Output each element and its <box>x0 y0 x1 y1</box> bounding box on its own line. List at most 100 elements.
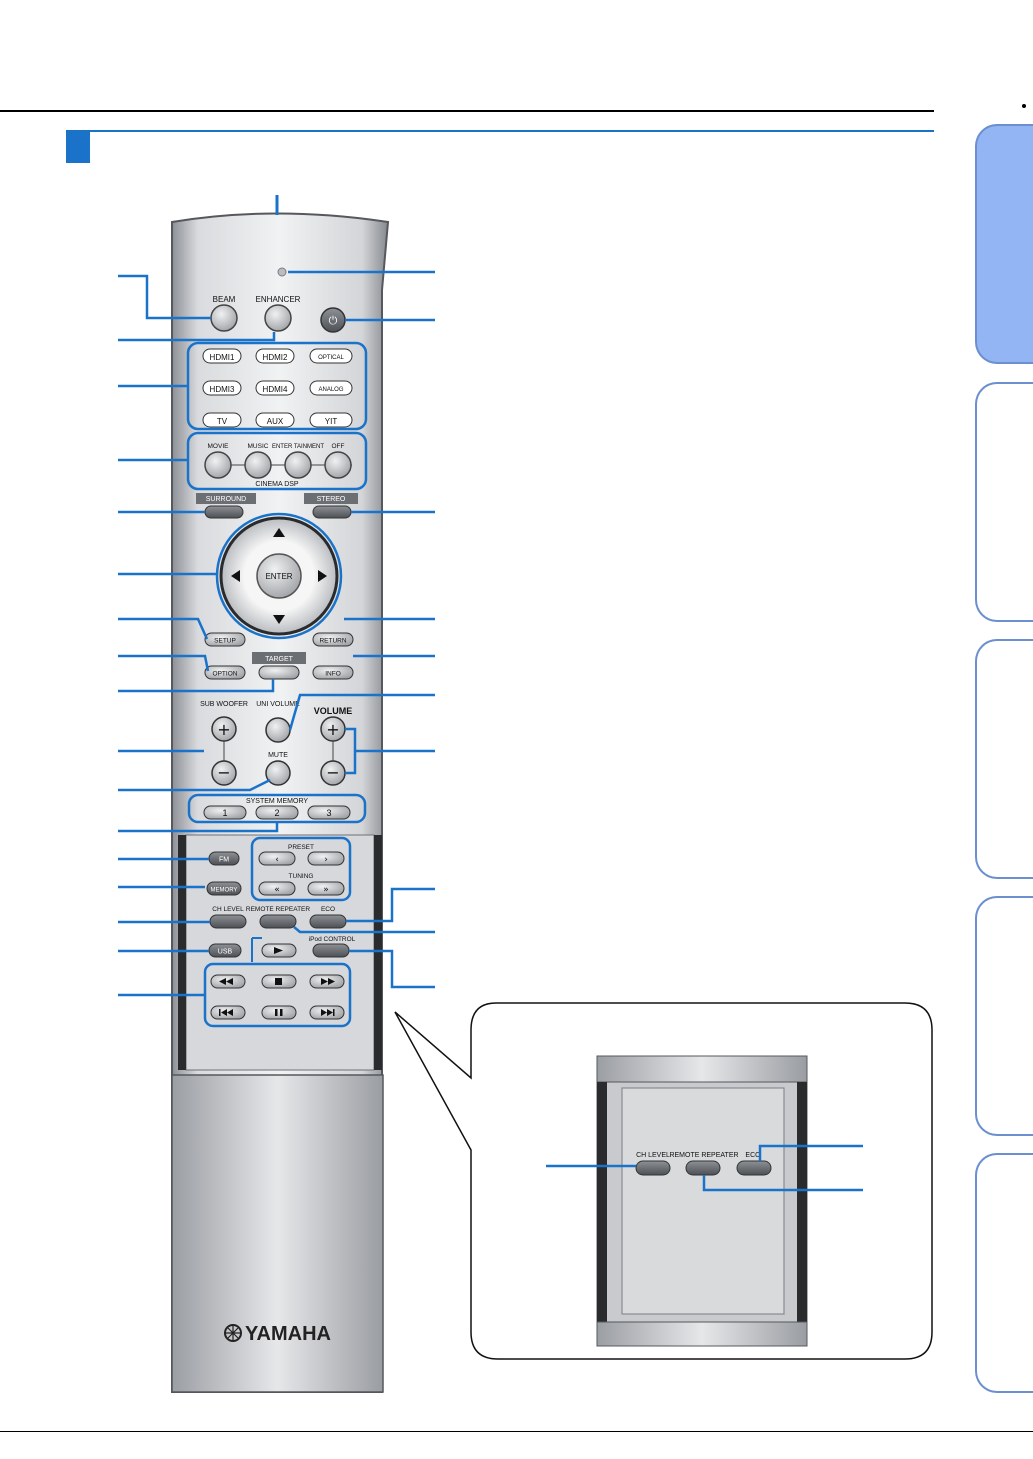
inset-remote-repeater-button[interactable] <box>685 1160 721 1176</box>
side-tab-3[interactable] <box>975 639 1033 879</box>
svg-text:USB: USB <box>218 949 233 956</box>
rewind-button[interactable] <box>210 974 246 989</box>
volume-label: VOLUME <box>314 706 353 716</box>
side-tab-2[interactable] <box>975 382 1033 622</box>
skip-forward-button[interactable] <box>309 1005 345 1020</box>
header-rule <box>0 110 934 112</box>
pause-button[interactable] <box>261 1005 297 1020</box>
input-button-aux[interactable]: AUX <box>255 412 295 428</box>
svg-text:FM: FM <box>219 857 229 864</box>
svg-text:AUX: AUX <box>267 417 284 426</box>
movie-label: MOVIE <box>208 443 230 450</box>
inset-drawer <box>596 1055 808 1347</box>
option-button[interactable]: OPTION <box>204 665 246 680</box>
system-memory-label: SYSTEM MEMORY <box>246 798 308 805</box>
enter-button[interactable] <box>256 553 302 599</box>
svg-text:2: 2 <box>274 808 279 818</box>
svg-text:›: › <box>324 855 328 865</box>
return-button[interactable]: RETURN <box>312 632 354 647</box>
yamaha-logo: YAMAHA <box>224 1323 331 1345</box>
music-label: MUSIC <box>248 443 269 450</box>
svg-text:TARGET: TARGET <box>265 656 294 663</box>
usb-button[interactable]: USB <box>208 943 242 958</box>
section-rule <box>66 130 934 132</box>
off-button[interactable] <box>324 451 352 479</box>
svg-text:−: − <box>217 763 230 782</box>
input-button-hdmi2[interactable]: HDMI2 <box>255 348 295 364</box>
left-arrow-icon <box>231 570 240 582</box>
stop-icon <box>275 978 282 985</box>
univolume-button[interactable] <box>265 717 291 743</box>
input-selector-group: HDMI1 HDMI2 OPTICAL HDMI3 HDMI4 ANALOG T… <box>186 341 368 431</box>
system-memory-button-3[interactable]: 3 <box>307 805 351 820</box>
ipod-control-button[interactable] <box>312 943 350 958</box>
power-icon: ⏻ <box>329 314 338 327</box>
indicator-led <box>277 267 287 277</box>
power-button[interactable]: ⏻ <box>320 307 346 333</box>
input-button-tv[interactable]: TV <box>202 412 242 428</box>
section-marker <box>66 130 90 163</box>
skip-back-icon <box>227 1009 233 1016</box>
enhancer-button[interactable]: ENHANCER <box>256 295 301 332</box>
play-icon <box>274 947 283 954</box>
tuning-label: TUNING <box>289 873 314 880</box>
remote-repeater-label: REMOTE REPEATER <box>246 906 310 913</box>
side-tab-4[interactable] <box>975 896 1033 1136</box>
ch-level-button[interactable] <box>209 914 247 929</box>
skip-back-button[interactable] <box>210 1005 246 1020</box>
svg-text:YIT: YIT <box>325 417 338 426</box>
ch-level-label: CH LEVEL <box>212 906 244 913</box>
dpad[interactable]: ENTER <box>215 512 343 640</box>
down-arrow-icon <box>273 615 285 624</box>
svg-text:TV: TV <box>217 417 228 426</box>
inset-ch-level-label: CH LEVEL <box>636 1152 670 1159</box>
target-button[interactable]: TARGET <box>252 652 306 680</box>
volume-buttons[interactable]: + − <box>320 716 346 786</box>
memory-button[interactable]: MEMORY <box>206 881 242 896</box>
ipod-control-label: iPod CONTROL <box>309 936 356 943</box>
input-button-optical[interactable]: OPTICAL <box>309 348 353 364</box>
svg-text:RETURN: RETURN <box>319 638 346 645</box>
system-memory-button-1[interactable]: 1 <box>203 805 247 820</box>
fast-forward-button[interactable] <box>309 974 345 989</box>
system-memory-button-2[interactable]: 2 <box>255 805 299 820</box>
remote-repeater-button[interactable] <box>259 914 297 929</box>
input-button-hdmi3[interactable]: HDMI3 <box>202 380 242 396</box>
preset-prev-button[interactable]: ‹ <box>258 851 296 866</box>
side-tab-1[interactable] <box>975 124 1033 364</box>
play-button[interactable] <box>261 943 297 958</box>
skip-forward-icon <box>333 1009 335 1016</box>
inset-callouts <box>546 1144 863 1192</box>
svg-text:SURROUND: SURROUND <box>206 496 246 503</box>
input-button-analog[interactable]: ANALOG <box>309 380 353 396</box>
tuning-up-button[interactable]: » <box>307 881 345 896</box>
fm-button[interactable]: FM <box>208 851 240 866</box>
up-arrow-icon <box>273 528 285 537</box>
input-button-hdmi1[interactable]: HDMI1 <box>202 348 242 364</box>
entertainment-button[interactable] <box>284 451 312 479</box>
inset-eco-button[interactable] <box>736 1160 772 1176</box>
svg-text:HDMI1: HDMI1 <box>210 353 235 362</box>
svg-text:‹: ‹ <box>275 855 279 865</box>
mute-button[interactable]: MUTE <box>265 752 291 786</box>
movie-button[interactable] <box>204 451 232 479</box>
svg-text:+: + <box>217 720 230 739</box>
cinema-dsp-group: MOVIE MUSIC ENTER TAINMENT OFF CINEMA DS… <box>186 431 368 491</box>
svg-text:HDMI3: HDMI3 <box>210 385 235 394</box>
subwoofer-buttons[interactable]: + − <box>211 716 237 786</box>
svg-text:−: − <box>326 763 339 782</box>
info-button[interactable]: INFO <box>312 665 354 680</box>
right-callouts <box>288 270 435 989</box>
beam-button[interactable]: BEAM <box>210 295 238 332</box>
inset-ch-level-button[interactable] <box>635 1160 671 1176</box>
tuning-down-button[interactable]: « <box>258 881 296 896</box>
side-tab-5[interactable] <box>975 1153 1033 1393</box>
setup-button[interactable]: SETUP <box>204 632 246 647</box>
eco-button[interactable] <box>309 914 347 929</box>
preset-next-button[interactable]: › <box>307 851 345 866</box>
input-button-yit[interactable]: YIT <box>309 412 353 428</box>
music-button[interactable] <box>244 451 272 479</box>
stop-button[interactable] <box>261 974 297 989</box>
input-button-hdmi4[interactable]: HDMI4 <box>255 380 295 396</box>
